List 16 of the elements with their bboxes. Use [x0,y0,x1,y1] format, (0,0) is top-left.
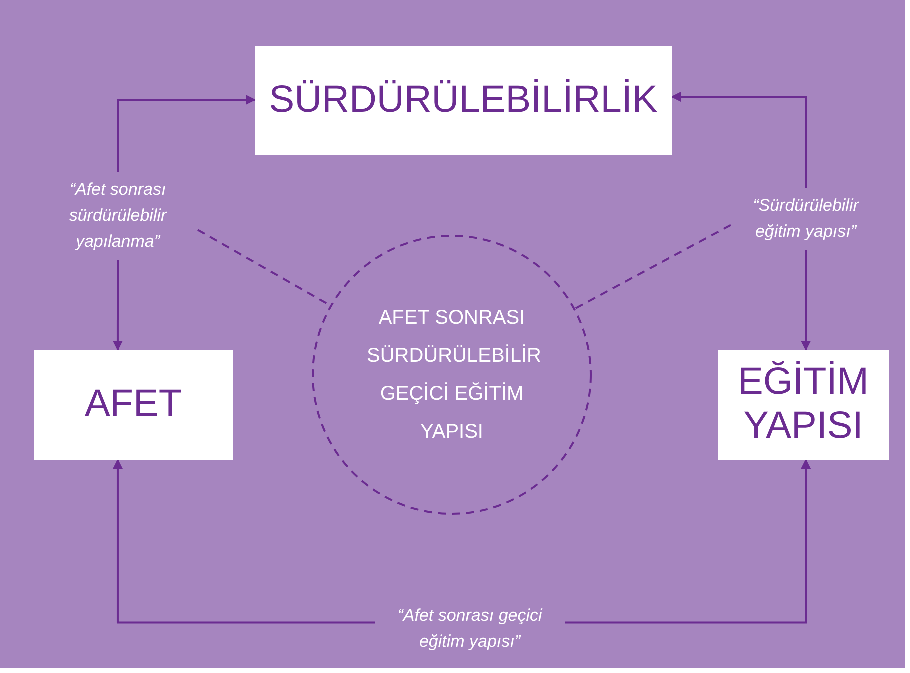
arrow [565,459,812,624]
concept-box [718,350,889,460]
arrow [112,260,123,351]
quote-label: “Afet sonrası geçici eğitim yapısı” [396,605,544,653]
quote-label: “Afet sonrası sürdürülebilir yapılanma” [68,179,168,253]
concept-box [34,350,233,460]
arrow [801,250,812,351]
box-label: EĞİTİM YAPISI [737,361,870,449]
arrow [117,94,256,172]
concept-box [255,46,672,155]
box-label: SÜRDÜRÜLEBİLİRLİK [269,78,658,122]
arrow [671,92,807,188]
arrow [112,459,375,624]
quote-label: “Sürdürülebilir eğitim yapısı” [752,195,860,243]
box-label: AFET [84,383,182,427]
dashed-leader-line [574,224,732,310]
